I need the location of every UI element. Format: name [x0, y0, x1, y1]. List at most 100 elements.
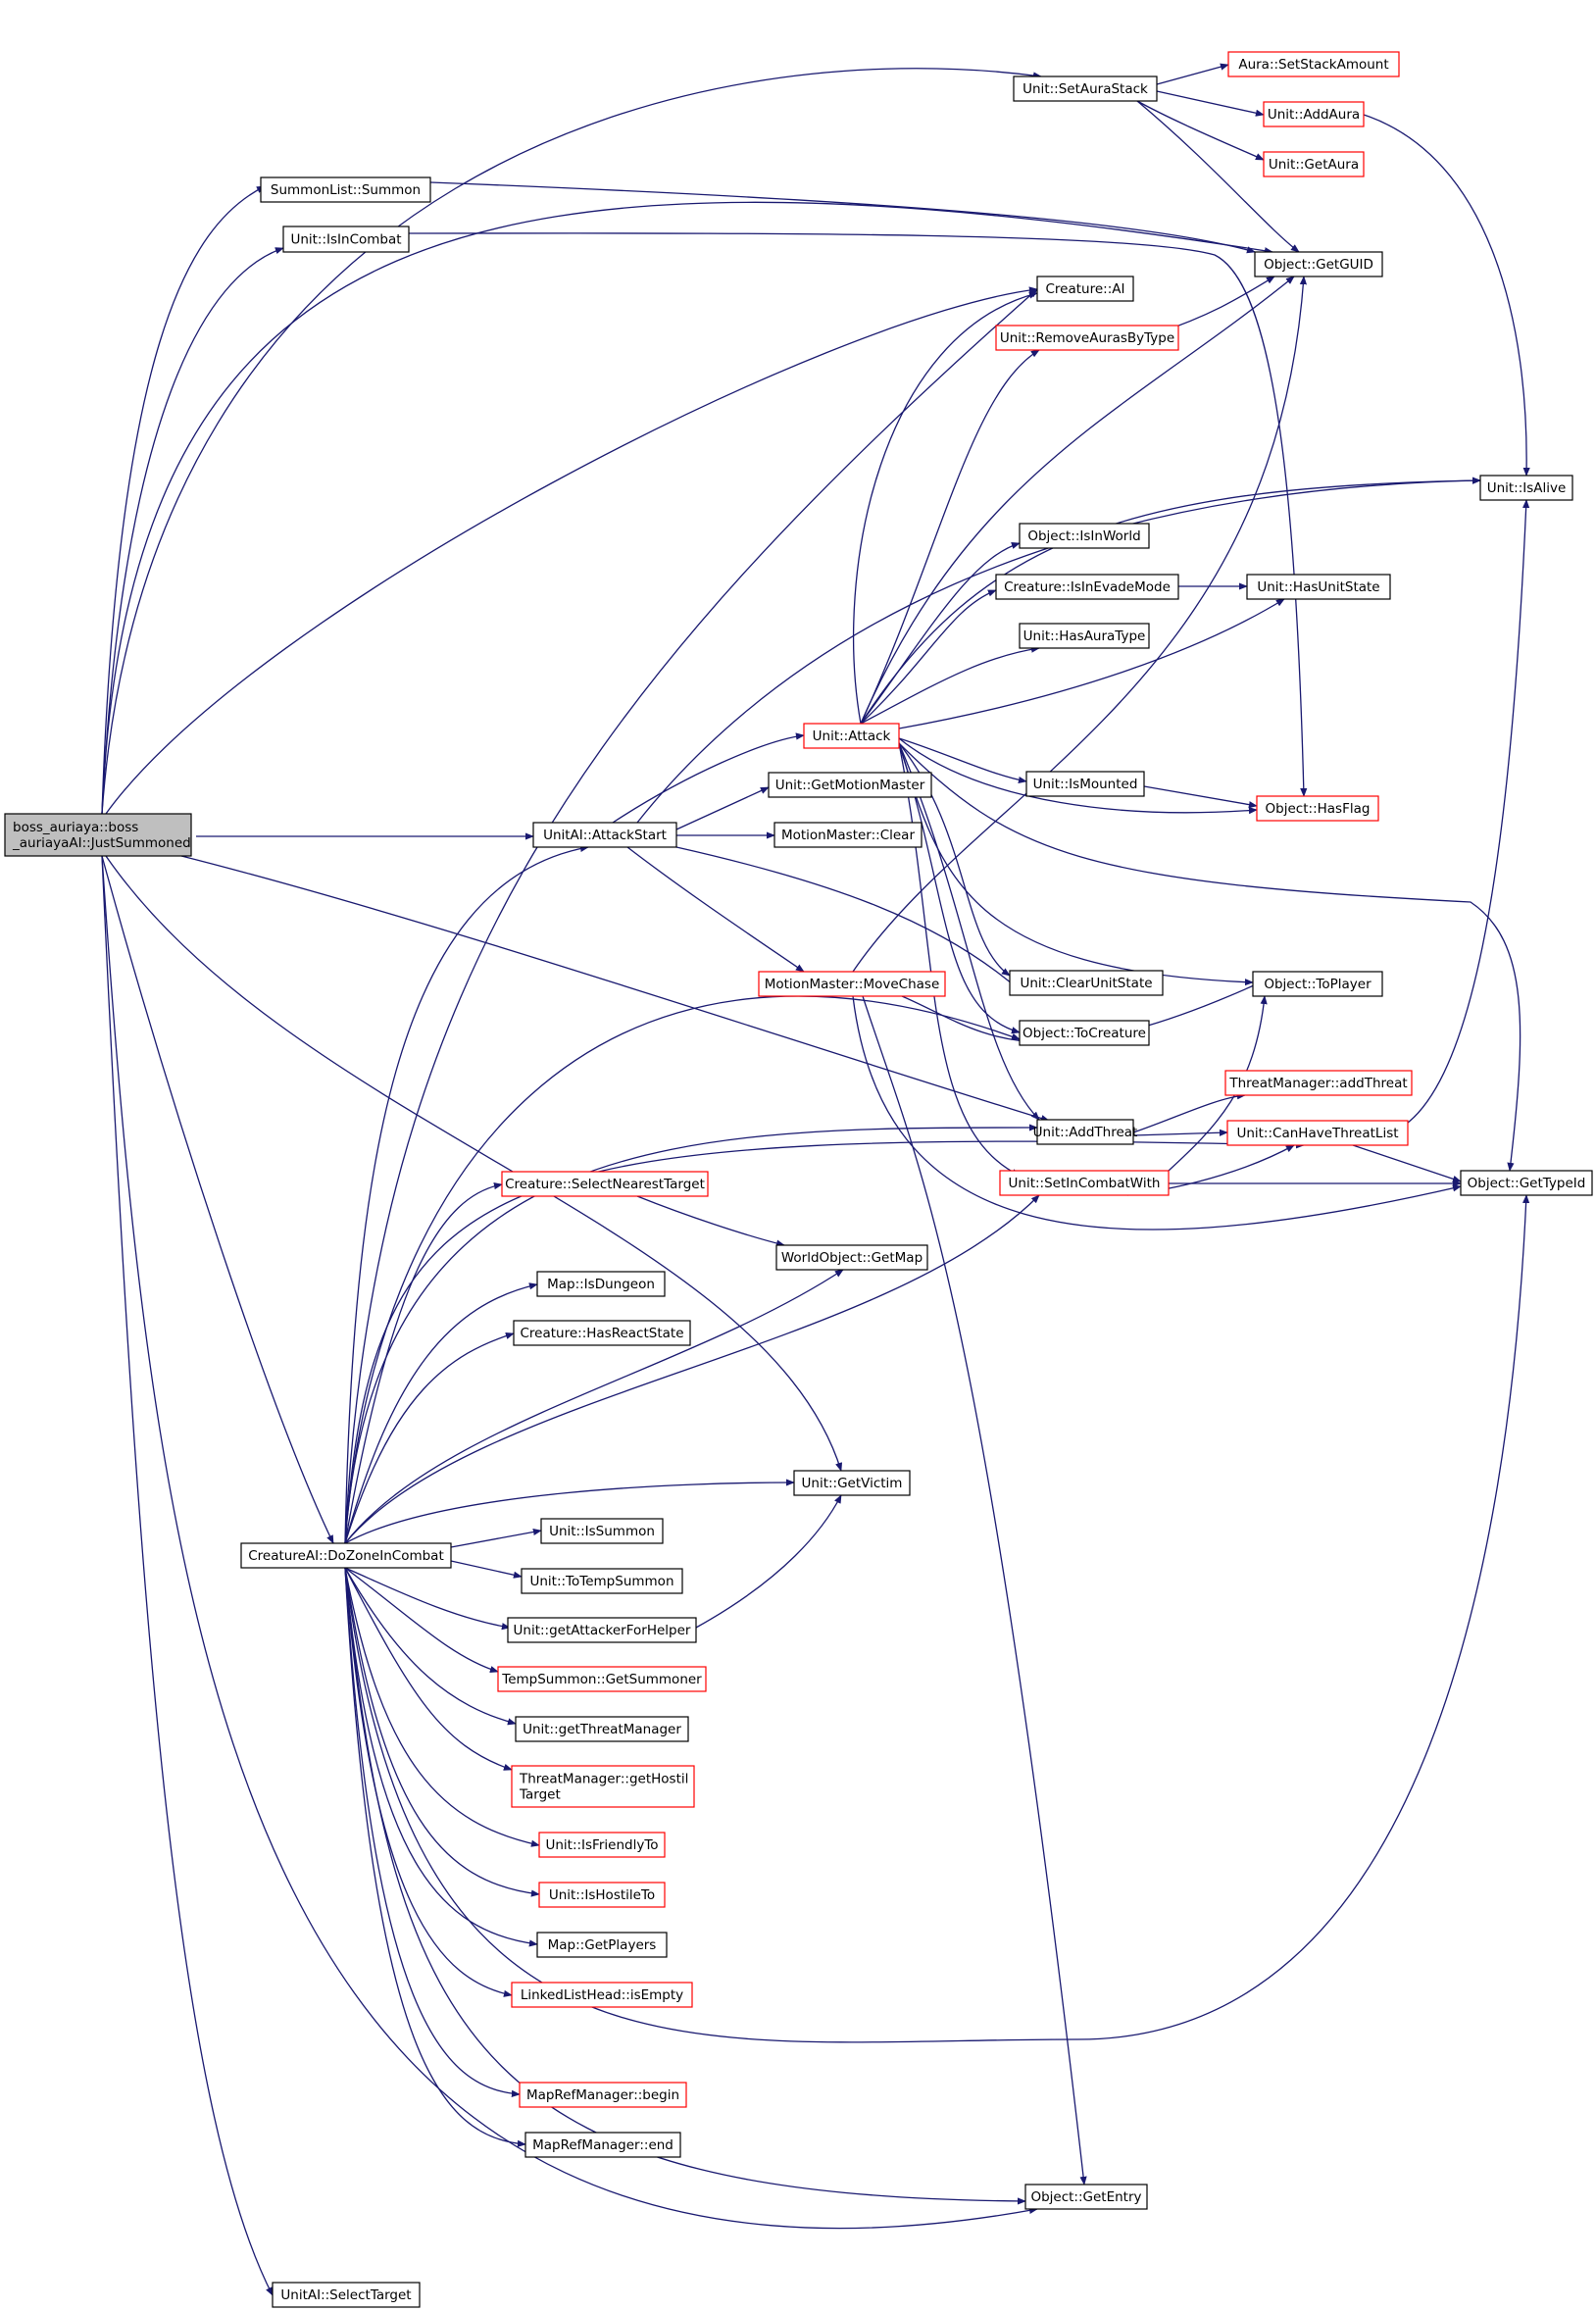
- node-hasreactstate[interactable]: Creature::HasReactState: [513, 1320, 691, 1346]
- edge-to-getentry: [344, 1567, 1026, 2205]
- node-box: [1263, 151, 1365, 177]
- edge-to-isalive: [636, 477, 1481, 824]
- node-addaura[interactable]: Unit::AddAura: [1263, 101, 1365, 127]
- node-isinworld[interactable]: Object::IsInWorld: [1019, 523, 1150, 549]
- node-label: LinkedListHead::isEmpty: [521, 1987, 683, 2003]
- node-getaura[interactable]: Unit::GetAura: [1263, 151, 1365, 177]
- node-mmclear[interactable]: MotionMaster::Clear: [773, 822, 923, 848]
- node-setstackamount[interactable]: Aura::SetStackAmount: [1227, 51, 1400, 77]
- node-isincombat[interactable]: Unit::IsInCombat: [282, 226, 410, 253]
- node-root[interactable]: boss_auriaya::boss_auriayaAI::JustSummon…: [4, 813, 192, 857]
- node-getguid[interactable]: Object::GetGUID: [1254, 251, 1383, 277]
- node-box: [1224, 1070, 1413, 1096]
- node-tmaddthreat[interactable]: ThreatManager::addThreat: [1224, 1070, 1413, 1096]
- node-box: [532, 822, 677, 848]
- node-attackstart[interactable]: UnitAI::AttackStart: [532, 822, 677, 848]
- node-summon[interactable]: SummonList::Summon: [260, 176, 431, 203]
- node-hasflag[interactable]: Object::HasFlag: [1256, 795, 1379, 822]
- edge-to-getguid: [101, 201, 1273, 815]
- edge-to-getsummoner: [344, 1567, 499, 1674]
- node-box: [536, 1271, 666, 1297]
- edges: [101, 63, 1530, 2296]
- edge-to-isdungeon: [344, 1282, 538, 1544]
- node-getentry[interactable]: Object::GetEntry: [1024, 2184, 1148, 2210]
- node-label: boss_auriaya::boss: [13, 820, 138, 835]
- edge-to-hasunitstate: [898, 598, 1285, 729]
- node-creatureai[interactable]: Creature::AI: [1036, 276, 1134, 302]
- node-box: [1036, 1119, 1134, 1145]
- node-label: UnitAI::SelectTarget: [280, 2287, 411, 2303]
- node-canhavethreatlist[interactable]: Unit::CanHaveThreatList: [1226, 1120, 1409, 1146]
- node-getattackerforhelper[interactable]: Unit::getAttackerForHelper: [507, 1617, 697, 1643]
- node-getmotionmaster[interactable]: Unit::GetMotionMaster: [768, 772, 932, 798]
- node-addthreat[interactable]: Unit::AddThreat: [1033, 1119, 1138, 1145]
- node-label: Unit::GetMotionMaster: [775, 778, 925, 793]
- node-isalive[interactable]: Unit::IsAlive: [1479, 475, 1573, 501]
- edge-to-hasflag: [898, 737, 1258, 815]
- edge-to-ishostileto: [344, 1567, 540, 1897]
- edge-to-ismounted: [898, 737, 1027, 784]
- node-isinevademode[interactable]: Creature::IsInEvadeMode: [995, 574, 1179, 600]
- edge-to-removeaurasbytype: [860, 349, 1040, 725]
- node-selecttarget[interactable]: UnitAI::SelectTarget: [272, 2282, 421, 2308]
- node-box: [768, 772, 932, 798]
- node-label: Unit::AddAura: [1268, 107, 1360, 123]
- node-box: [513, 1320, 691, 1346]
- edge-to-setaurastack: [101, 68, 1042, 815]
- node-hasunitstate[interactable]: Unit::HasUnitState: [1246, 574, 1391, 600]
- node-box: [538, 1832, 666, 1858]
- node-toplayer[interactable]: Object::ToPlayer: [1252, 971, 1383, 997]
- node-box: [793, 1470, 911, 1496]
- edge-to-getvictim: [695, 1494, 842, 1629]
- node-ishostileto[interactable]: Unit::IsHostileTo: [538, 1882, 666, 1908]
- node-ismounted[interactable]: Unit::IsMounted: [1025, 771, 1145, 797]
- node-getvictim[interactable]: Unit::GetVictim: [793, 1470, 911, 1496]
- node-setincombatwith[interactable]: Unit::SetInCombatWith: [999, 1170, 1170, 1196]
- edge-to-getattackerforhelper: [344, 1567, 511, 1631]
- node-label: Target: [519, 1787, 561, 1803]
- node-isfriendlyto[interactable]: Unit::IsFriendlyTo: [538, 1832, 666, 1858]
- node-setaurastack[interactable]: Unit::SetAuraStack: [1013, 75, 1158, 102]
- node-label: Object::GetEntry: [1030, 2189, 1141, 2205]
- node-dozoneincombat[interactable]: CreatureAI::DoZoneInCombat: [240, 1542, 452, 1569]
- edge-to-gettypeid: [1352, 1144, 1462, 1182]
- node-isdungeon[interactable]: Map::IsDungeon: [536, 1271, 666, 1297]
- node-issummon[interactable]: Unit::IsSummon: [540, 1518, 664, 1544]
- node-box: [240, 1542, 452, 1569]
- node-movechase[interactable]: MotionMaster::MoveChase: [758, 971, 946, 997]
- node-label: MapRefManager::end: [532, 2137, 673, 2153]
- edge-to-addthreat: [898, 742, 1040, 1121]
- node-removeaurasbytype[interactable]: Unit::RemoveAurasByType: [995, 325, 1179, 351]
- node-label: Object::GetGUID: [1264, 257, 1373, 273]
- edge-to-isincombat: [101, 247, 284, 815]
- node-label: Unit::IsInCombat: [290, 232, 401, 248]
- node-box: [1019, 623, 1150, 649]
- node-label: Object::IsInWorld: [1027, 528, 1140, 544]
- edge-to-tocreature: [344, 995, 1021, 1544]
- node-hasauratype[interactable]: Unit::HasAuraType: [1019, 623, 1150, 649]
- node-isempty[interactable]: LinkedListHead::isEmpty: [511, 1982, 693, 2008]
- node-box: [524, 2132, 681, 2158]
- node-attack[interactable]: Unit::Attack: [803, 723, 900, 749]
- node-tocreature[interactable]: Object::ToCreature: [1019, 1020, 1150, 1046]
- edge-to-tmaddthreat: [1132, 1092, 1246, 1133]
- node-selectnearesttarget[interactable]: Creature::SelectNearestTarget: [501, 1171, 709, 1197]
- edge-to-getguid: [852, 276, 1308, 973]
- node-mrmbegin[interactable]: MapRefManager::begin: [519, 2082, 687, 2108]
- node-getthreatmanager[interactable]: Unit::getThreatManager: [515, 1716, 689, 1742]
- node-label: Unit::IsMounted: [1033, 777, 1138, 792]
- node-box: [999, 1170, 1170, 1196]
- node-getmap[interactable]: WorldObject::GetMap: [775, 1244, 928, 1271]
- node-gettypeid[interactable]: Object::GetTypeId: [1460, 1170, 1593, 1196]
- node-clearunitstate[interactable]: Unit::ClearUnitState: [1009, 970, 1164, 996]
- node-getplayers[interactable]: Map::GetPlayers: [536, 1932, 668, 1958]
- node-label: Unit::getAttackerForHelper: [514, 1623, 691, 1638]
- node-getsummoner[interactable]: TempSummon::GetSummoner: [497, 1666, 707, 1692]
- node-mrmend[interactable]: MapRefManager::end: [524, 2132, 681, 2158]
- node-totempsummon[interactable]: Unit::ToTempSummon: [521, 1568, 683, 1594]
- edge-to-hasflag: [408, 232, 1308, 797]
- node-label: Creature::IsInEvadeMode: [1004, 579, 1171, 595]
- edge-to-getmotionmaster: [675, 786, 770, 830]
